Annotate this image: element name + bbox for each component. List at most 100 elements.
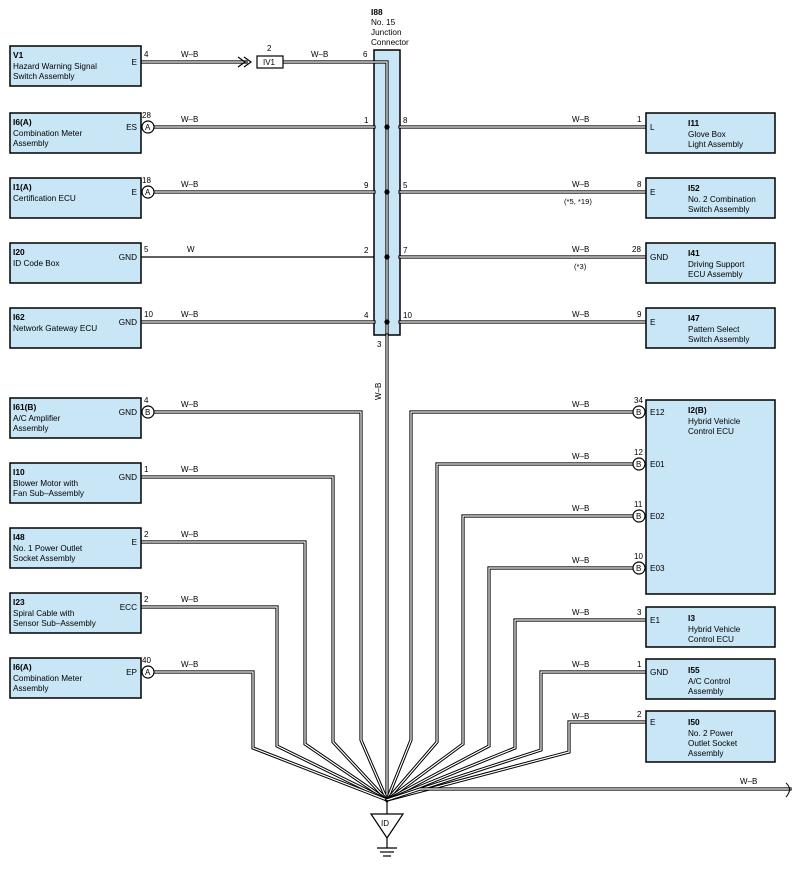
option-note: (*3) xyxy=(574,262,587,271)
component-id: V1 xyxy=(13,50,24,60)
pin-number: 28 xyxy=(632,245,641,254)
pin-name: E xyxy=(132,188,138,197)
component-desc: Socket Assembly xyxy=(13,554,76,563)
component-i50: I50 No. 2 Power Outlet Socket Assembly xyxy=(645,710,776,763)
wire-color: W–B xyxy=(572,608,589,617)
junction-name-line: Junction xyxy=(371,28,402,37)
wire-color: W–B xyxy=(181,310,198,319)
wire-color: W–B xyxy=(572,504,589,513)
pin-name: GND xyxy=(119,473,137,482)
component-desc: Combination Meter xyxy=(13,674,82,683)
component-desc: Blower Motor with xyxy=(13,479,79,488)
pin-name: E12 xyxy=(650,408,665,417)
component-desc: No. 2 Power xyxy=(688,729,733,738)
component-desc: Switch Assembly xyxy=(688,335,750,344)
connector-letter: B xyxy=(145,408,150,417)
pin-name: GND xyxy=(119,318,137,327)
component-id: I3 xyxy=(688,613,695,623)
component-id: I48 xyxy=(13,532,25,542)
component-desc: No. 2 Combination xyxy=(688,195,756,204)
component-i2b: I2(B) Hybrid Vehicle Control ECU xyxy=(645,399,776,595)
component-i23: I23 Spiral Cable with Sensor Sub–Assembl… xyxy=(9,592,142,634)
pin-number: 2 xyxy=(144,530,149,539)
component-desc: Network Gateway ECU xyxy=(13,324,97,333)
pin-name: L xyxy=(650,123,655,132)
component-desc: Control ECU xyxy=(688,427,734,436)
component-id: I52 xyxy=(688,183,700,193)
wire-color: W–B xyxy=(181,660,198,669)
wires xyxy=(139,60,792,814)
junction-pin-bottom: 3 xyxy=(377,340,382,349)
wire-color: W–B xyxy=(740,777,757,786)
inline-connector-pin: 2 xyxy=(267,44,272,53)
pin-number: 34 xyxy=(634,396,643,405)
component-i6a-top: I6(A) Combination Meter Assembly xyxy=(9,112,142,154)
pin-number: 1 xyxy=(637,115,642,124)
pin-labels: E 4 ES 28 E 18 GND 5 GND 10 L 1 E 8 GND … xyxy=(119,50,668,727)
component-id: I1(A) xyxy=(13,182,32,192)
pin-name: E xyxy=(132,58,138,67)
component-desc: Outlet Socket xyxy=(688,739,738,748)
pin-name: ES xyxy=(126,123,137,132)
component-desc: Assembly xyxy=(688,687,724,696)
inline-connector: IV1 2 xyxy=(237,44,284,69)
pin-number: 28 xyxy=(142,111,151,120)
pin-number: 2 xyxy=(144,595,149,604)
component-desc: A/C Amplifier xyxy=(13,414,61,423)
component-id: I62 xyxy=(13,312,25,322)
pin-name: E1 xyxy=(650,616,660,625)
pin-number: 1 xyxy=(637,660,642,669)
pin-name: E xyxy=(650,318,656,327)
wire-color: W–B xyxy=(181,115,198,124)
component-id: I61(B) xyxy=(13,402,36,412)
component-desc: Driving Support xyxy=(688,260,745,269)
component-id: I20 xyxy=(13,247,25,257)
component-desc: Combination Meter xyxy=(13,129,82,138)
junction-id: I88 xyxy=(371,7,383,17)
component-i61b: I61(B) A/C Amplifier Assembly xyxy=(9,397,142,439)
component-desc: Assembly xyxy=(13,424,49,433)
wire-color: W–B xyxy=(181,595,198,604)
wire-color: W–B xyxy=(181,400,198,409)
component-id: I23 xyxy=(13,597,25,607)
component-i48: I48 No. 1 Power Outlet Socket Assembly xyxy=(9,527,142,569)
junction-pin: 9 xyxy=(364,181,369,190)
wire-color: W–B xyxy=(181,180,198,189)
wire-color: W–B xyxy=(181,50,198,59)
wire-color: W–B xyxy=(572,660,589,669)
pin-number: 5 xyxy=(144,245,149,254)
component-desc: ECU Assembly xyxy=(688,270,744,279)
junction-pin: 4 xyxy=(364,311,369,320)
pin-name: E03 xyxy=(650,564,665,573)
connector-letter: A xyxy=(145,123,151,132)
junction-pin-numbers: 1 8 9 5 2 7 4 10 xyxy=(364,116,412,320)
component-desc: Switch Assembly xyxy=(688,205,750,214)
component-id: I6(A) xyxy=(13,662,32,672)
pin-name: E xyxy=(650,718,656,727)
component-desc: Spiral Cable with xyxy=(13,609,75,618)
pin-number: 12 xyxy=(634,448,643,457)
junction-pin-top: 6 xyxy=(363,50,368,59)
connector-letter: B xyxy=(636,564,641,573)
component-desc: Control ECU xyxy=(688,635,734,644)
component-desc: Hazard Warning Signal xyxy=(13,62,97,71)
pin-number: 3 xyxy=(637,608,642,617)
pin-name: E02 xyxy=(650,512,665,521)
wire-color: W–B xyxy=(572,556,589,565)
pin-name: E01 xyxy=(650,460,665,469)
component-v1: V1 Hazard Warning Signal Switch Assembly xyxy=(9,45,142,87)
component-desc: ID Code Box xyxy=(13,259,59,268)
pin-number: 40 xyxy=(142,656,151,665)
component-i47: I47 Pattern Select Switch Assembly xyxy=(645,307,776,349)
component-desc: Assembly xyxy=(688,749,724,758)
component-i6a-bottom: I6(A) Combination Meter Assembly xyxy=(9,657,142,699)
wire-color-vertical: W–B xyxy=(374,383,383,400)
junction-pin: 5 xyxy=(403,181,408,190)
junction-pin: 7 xyxy=(403,246,408,255)
component-id: I6(A) xyxy=(13,117,32,127)
junction-name-line: Connector xyxy=(371,38,409,47)
wire-color: W–B xyxy=(572,400,589,409)
pin-name: ECC xyxy=(120,603,137,612)
component-desc: Hybrid Vehicle xyxy=(688,625,741,634)
